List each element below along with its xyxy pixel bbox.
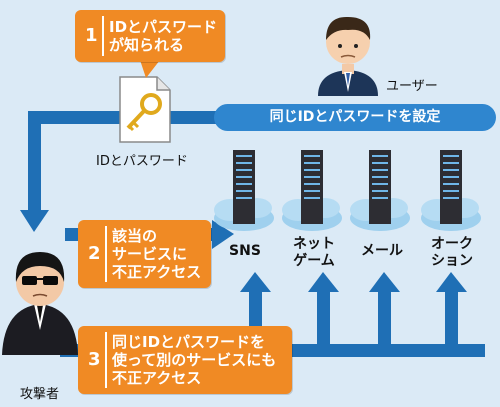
server-sns	[214, 150, 274, 231]
callout-line: IDとパスワード	[109, 18, 218, 36]
service-label-auction: オーク ション	[423, 236, 481, 270]
service-label-sns: SNS	[219, 243, 271, 260]
server-auction	[421, 150, 481, 231]
attacker-avatar	[2, 252, 78, 355]
service-label-line: メール	[361, 243, 403, 259]
callout-line: 同じIDとパスワードを	[112, 333, 266, 351]
step-number: 3	[88, 349, 101, 370]
callout-line: 使って別のサービスにも	[112, 351, 277, 369]
riser-mail	[378, 290, 391, 350]
callout-line: 該当の	[112, 227, 158, 245]
service-label-line: ション	[431, 253, 473, 269]
service-label-mail: メール	[355, 243, 409, 260]
callout-step-3: 3 同じIDとパスワードを 使って別のサービスにも 不正アクセス	[78, 326, 292, 394]
riser-game-arrowhead	[308, 272, 339, 292]
left-connector-line	[28, 111, 41, 216]
callout-line: 不正アクセス	[112, 263, 202, 281]
callout-text: 該当の サービスに 不正アクセス	[112, 227, 205, 281]
callout-divider	[105, 332, 107, 388]
attacker-label: 攻撃者	[20, 387, 60, 402]
riser-sns-arrowhead	[240, 272, 271, 292]
down-arrowhead	[20, 210, 49, 232]
same-credentials-banner: 同じIDとパスワードを設定	[214, 104, 496, 131]
callout-text: IDとパスワード が知られる	[109, 18, 219, 54]
step2-arrowhead	[212, 220, 234, 249]
step-number: 2	[88, 243, 101, 264]
service-label-line: SNS	[229, 243, 261, 259]
riser-mail-arrowhead	[369, 272, 400, 292]
riser-auction	[445, 290, 458, 350]
server-mail	[350, 150, 410, 231]
callout-divider	[105, 226, 107, 282]
file-label: IDとパスワード	[96, 154, 188, 169]
callout-line: 不正アクセス	[112, 369, 202, 387]
service-label-line: ネット	[293, 236, 335, 252]
user-avatar	[318, 16, 378, 96]
riser-auction-arrowhead	[436, 272, 467, 292]
key-document-icon	[119, 76, 171, 143]
callout-divider	[102, 16, 104, 56]
server-netgame	[282, 150, 342, 231]
service-label-line: オーク	[431, 236, 473, 252]
service-label-netgame: ネット ゲーム	[283, 236, 345, 270]
service-label-line: ゲーム	[293, 253, 335, 269]
callout-step-1: 1 IDとパスワード が知られる	[75, 10, 225, 62]
step-number: 1	[85, 25, 98, 46]
callout-step-2: 2 該当の サービスに 不正アクセス	[78, 220, 211, 288]
user-label: ユーザー	[386, 79, 438, 94]
callout-text: 同じIDとパスワードを 使って別のサービスにも 不正アクセス	[112, 333, 286, 387]
callout-line: が知られる	[109, 36, 185, 54]
callout-line: サービスに	[112, 245, 188, 263]
callout1-pointer	[140, 60, 160, 78]
riser-game	[317, 290, 330, 350]
